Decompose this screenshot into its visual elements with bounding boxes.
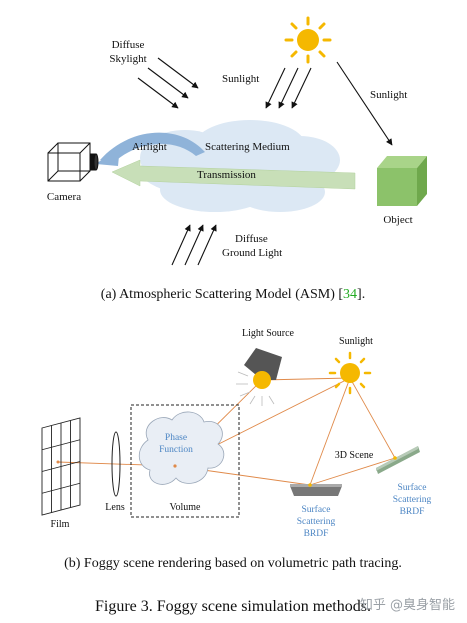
asm-diagram: Diffuse Skylight Sunlight Sunlight Airli… [47,16,427,302]
camera-icon [47,142,99,182]
label-volume: Volume [170,502,201,513]
sunlight-to-object-arrow [336,61,393,146]
figure-caption: Figure 3. Foggy scene simulation methods… [95,598,371,615]
volume-cloud [138,411,225,485]
label-camera: Camera [47,191,81,203]
label-object: Object [383,214,412,226]
label-diffuse-skylight-1: Diffuse [112,39,145,51]
label-phase-1: Phase [165,433,187,443]
object-cube-icon [377,156,427,206]
label-surface-2-b: Scattering [393,495,432,505]
label-surface-2-c: BRDF [400,507,425,517]
label-surface-1-b: Scattering [297,517,336,527]
caption-b: (b) Foggy scene rendering based on volum… [64,556,402,571]
light-rays [57,377,396,486]
caption-a: (a) Atmospheric Scattering Model (ASM) [… [101,287,365,302]
label-phase-2: Function [159,445,193,455]
label-sunlight-bottom: Sunlight [339,336,373,347]
surface-slab-2 [376,446,420,474]
surface-slab-1 [290,483,342,496]
lamp-icon [236,348,282,406]
label-surface-2-a: Surface [397,482,426,493]
label-surface-1-c: BRDF [304,529,329,539]
sun-bottom-icon [328,351,372,395]
transmission-arrow [111,159,356,190]
label-sunlight-right: Sunlight [370,89,407,101]
label-transmission: Transmission [197,169,256,181]
airlight-arrow [96,132,205,166]
label-3d-scene: 3D Scene [335,450,374,461]
label-scattering-medium: Scattering Medium [205,141,290,153]
label-diffuse-skylight-2: Skylight [109,53,146,65]
film-grid [41,417,81,516]
label-airlight: Airlight [132,141,167,153]
path-tracing-diagram: Light Source Sunlight Phase Function Vol… [41,328,432,571]
watermark: 知乎 @臭身智能 [360,597,455,613]
label-diffuse-ground-2: Ground Light [222,247,282,259]
caption-a-prefix: (a) Atmospheric Scattering Model (ASM) [ [101,287,344,302]
volume-scatter-point [173,464,177,468]
label-sunlight-left: Sunlight [222,73,259,85]
sun-icon [284,16,332,64]
label-light-source: Light Source [242,328,294,339]
lens-icon [111,431,121,497]
sunlight-arrows [265,67,312,109]
label-lens: Lens [105,502,125,513]
label-film: Film [51,519,70,530]
caption-a-suffix: ]. [357,287,365,302]
caption-a-reference: 34 [343,287,357,302]
label-diffuse-ground-1: Diffuse [235,233,268,245]
label-surface-1-a: Surface [301,504,330,515]
diffuse-ground-arrows [171,224,217,266]
diffuse-skylight-arrows [137,57,199,109]
